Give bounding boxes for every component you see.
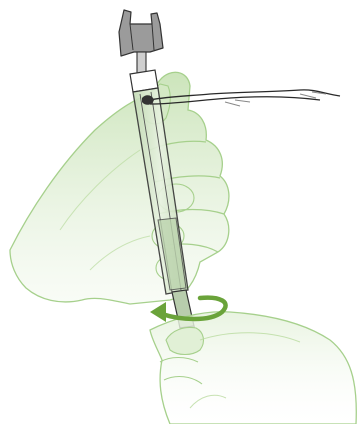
upper-hand xyxy=(10,72,229,304)
tool-clip xyxy=(119,10,163,74)
lower-hand xyxy=(150,312,356,424)
